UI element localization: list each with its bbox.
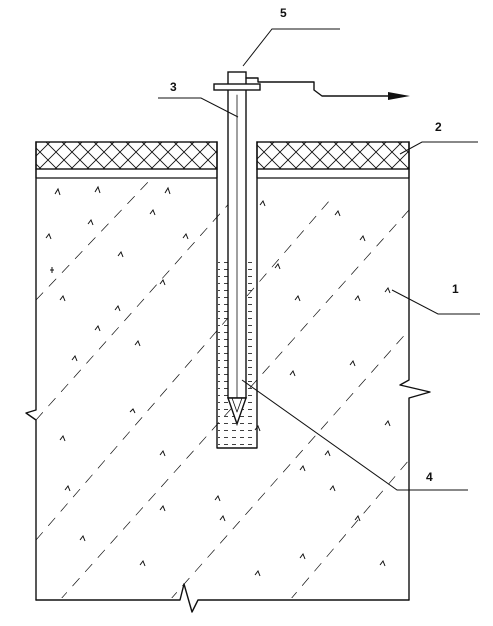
- callout-1: 1: [452, 282, 459, 296]
- soil-diagonal-hatch: [36, 179, 409, 598]
- leader-4: [241, 379, 468, 491]
- soil-left-wall: [25, 141, 37, 601]
- surface-layer-left: [35, 141, 218, 170]
- callout-4: 4: [426, 470, 433, 484]
- surface-layer: [35, 141, 410, 179]
- soil-right-wall: [399, 141, 431, 601]
- leader-2: [399, 141, 478, 155]
- leader-3: [158, 97, 239, 118]
- flange-collar: [213, 83, 261, 91]
- borehole-walls: [216, 141, 258, 449]
- tube: [227, 71, 247, 427]
- callout-5: 5: [280, 6, 287, 20]
- leader-5: [242, 28, 340, 67]
- callout-2: 2: [435, 120, 442, 134]
- surface-base-strip-left: [35, 168, 218, 179]
- leader-1: [391, 289, 480, 315]
- flow-arrow-icon: [388, 92, 410, 100]
- tube-tip-inner: [231, 397, 243, 413]
- callout-3: 3: [170, 80, 177, 94]
- surface-base-strip-right: [256, 168, 410, 179]
- callout-leaders: [158, 28, 480, 491]
- soil-bottom-break: [35, 583, 410, 613]
- surface-layer-right: [256, 141, 410, 170]
- head-fitting: [213, 77, 410, 100]
- outlet-pipe-line: [245, 77, 391, 97]
- soil-mass: [25, 141, 431, 613]
